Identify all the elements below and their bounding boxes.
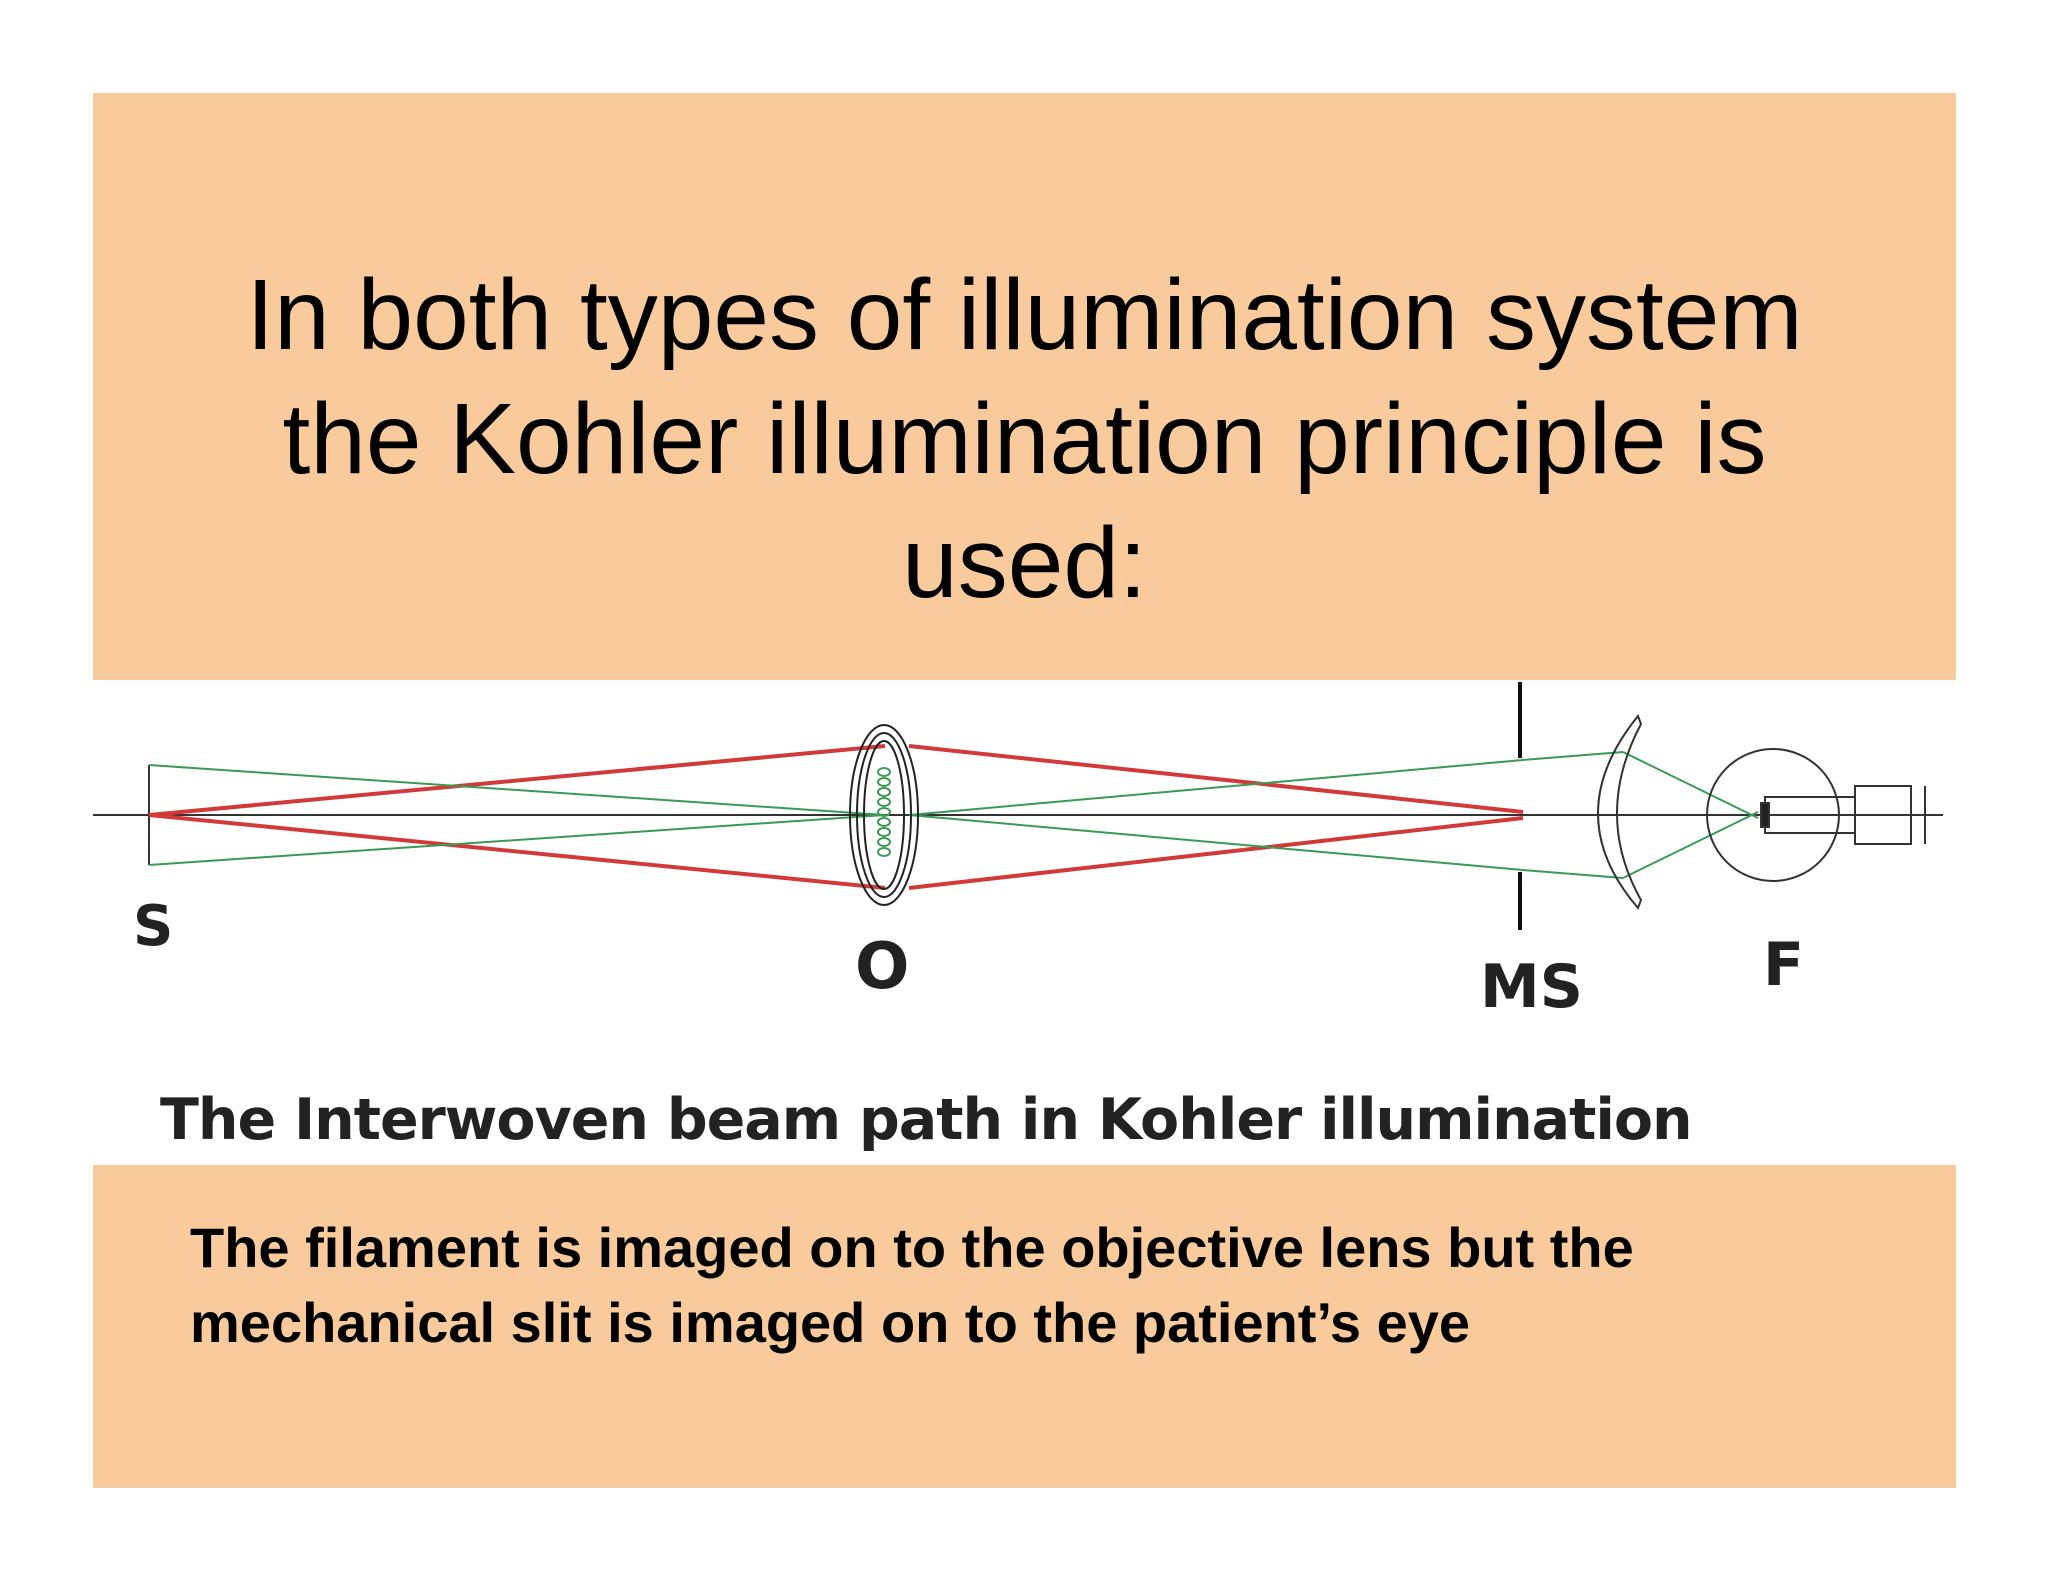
label-objective: O [855, 930, 910, 1004]
kohler-diagram: S O MS F [93, 680, 1956, 1165]
slide-title: In both types of illumination system the… [93, 253, 1956, 625]
eye-retina [1760, 802, 1770, 828]
title-line-2: the Kohler illumination principle is [282, 383, 1767, 495]
title-box: In both types of illumination system the… [93, 93, 1956, 680]
green-ray-2 [148, 814, 886, 866]
green-ray-4 [908, 814, 1524, 871]
beam-path-svg [93, 682, 1943, 930]
body-line-1: The filament is imaged on to the objecti… [190, 1216, 1634, 1279]
filament-coil [877, 767, 891, 857]
diagram-caption: The Interwoven beam path in Kohler illum… [160, 1087, 1693, 1153]
green-ray-1 [148, 764, 886, 816]
label-source: S [133, 894, 174, 959]
eye-globe [1706, 748, 1840, 882]
green-ray-6 [1522, 869, 1624, 879]
eye [1706, 748, 1926, 882]
green-ray-7 [1622, 751, 1759, 819]
title-line-3: used: [902, 507, 1147, 619]
label-mechanical-slit: MS [1480, 952, 1583, 1022]
body-text: The filament is imaged on to the objecti… [190, 1210, 1634, 1360]
body-line-2: mechanical slit is imaged on to the pati… [190, 1291, 1471, 1354]
red-ray-lower-2 [908, 816, 1524, 890]
green-ray-8 [1622, 811, 1759, 879]
red-ray-upper-2 [908, 744, 1524, 814]
red-ray-lower-1 [148, 813, 886, 890]
lens-outer [849, 724, 919, 906]
lens-inner [863, 740, 905, 890]
red-ray-upper-1 [148, 744, 886, 817]
green-ray-3 [908, 759, 1524, 816]
eye-piece [1854, 785, 1912, 845]
body-box: The filament is imaged on to the objecti… [93, 1165, 1956, 1488]
label-eye: F [1763, 930, 1804, 1000]
red-rays [148, 744, 1524, 890]
title-line-1: In both types of illumination system [246, 259, 1803, 371]
objective-lens [849, 724, 919, 906]
green-ray-5 [1522, 751, 1624, 761]
lens-mid [856, 732, 912, 898]
meniscus-lens [1597, 714, 1643, 910]
green-rays [148, 751, 1759, 879]
